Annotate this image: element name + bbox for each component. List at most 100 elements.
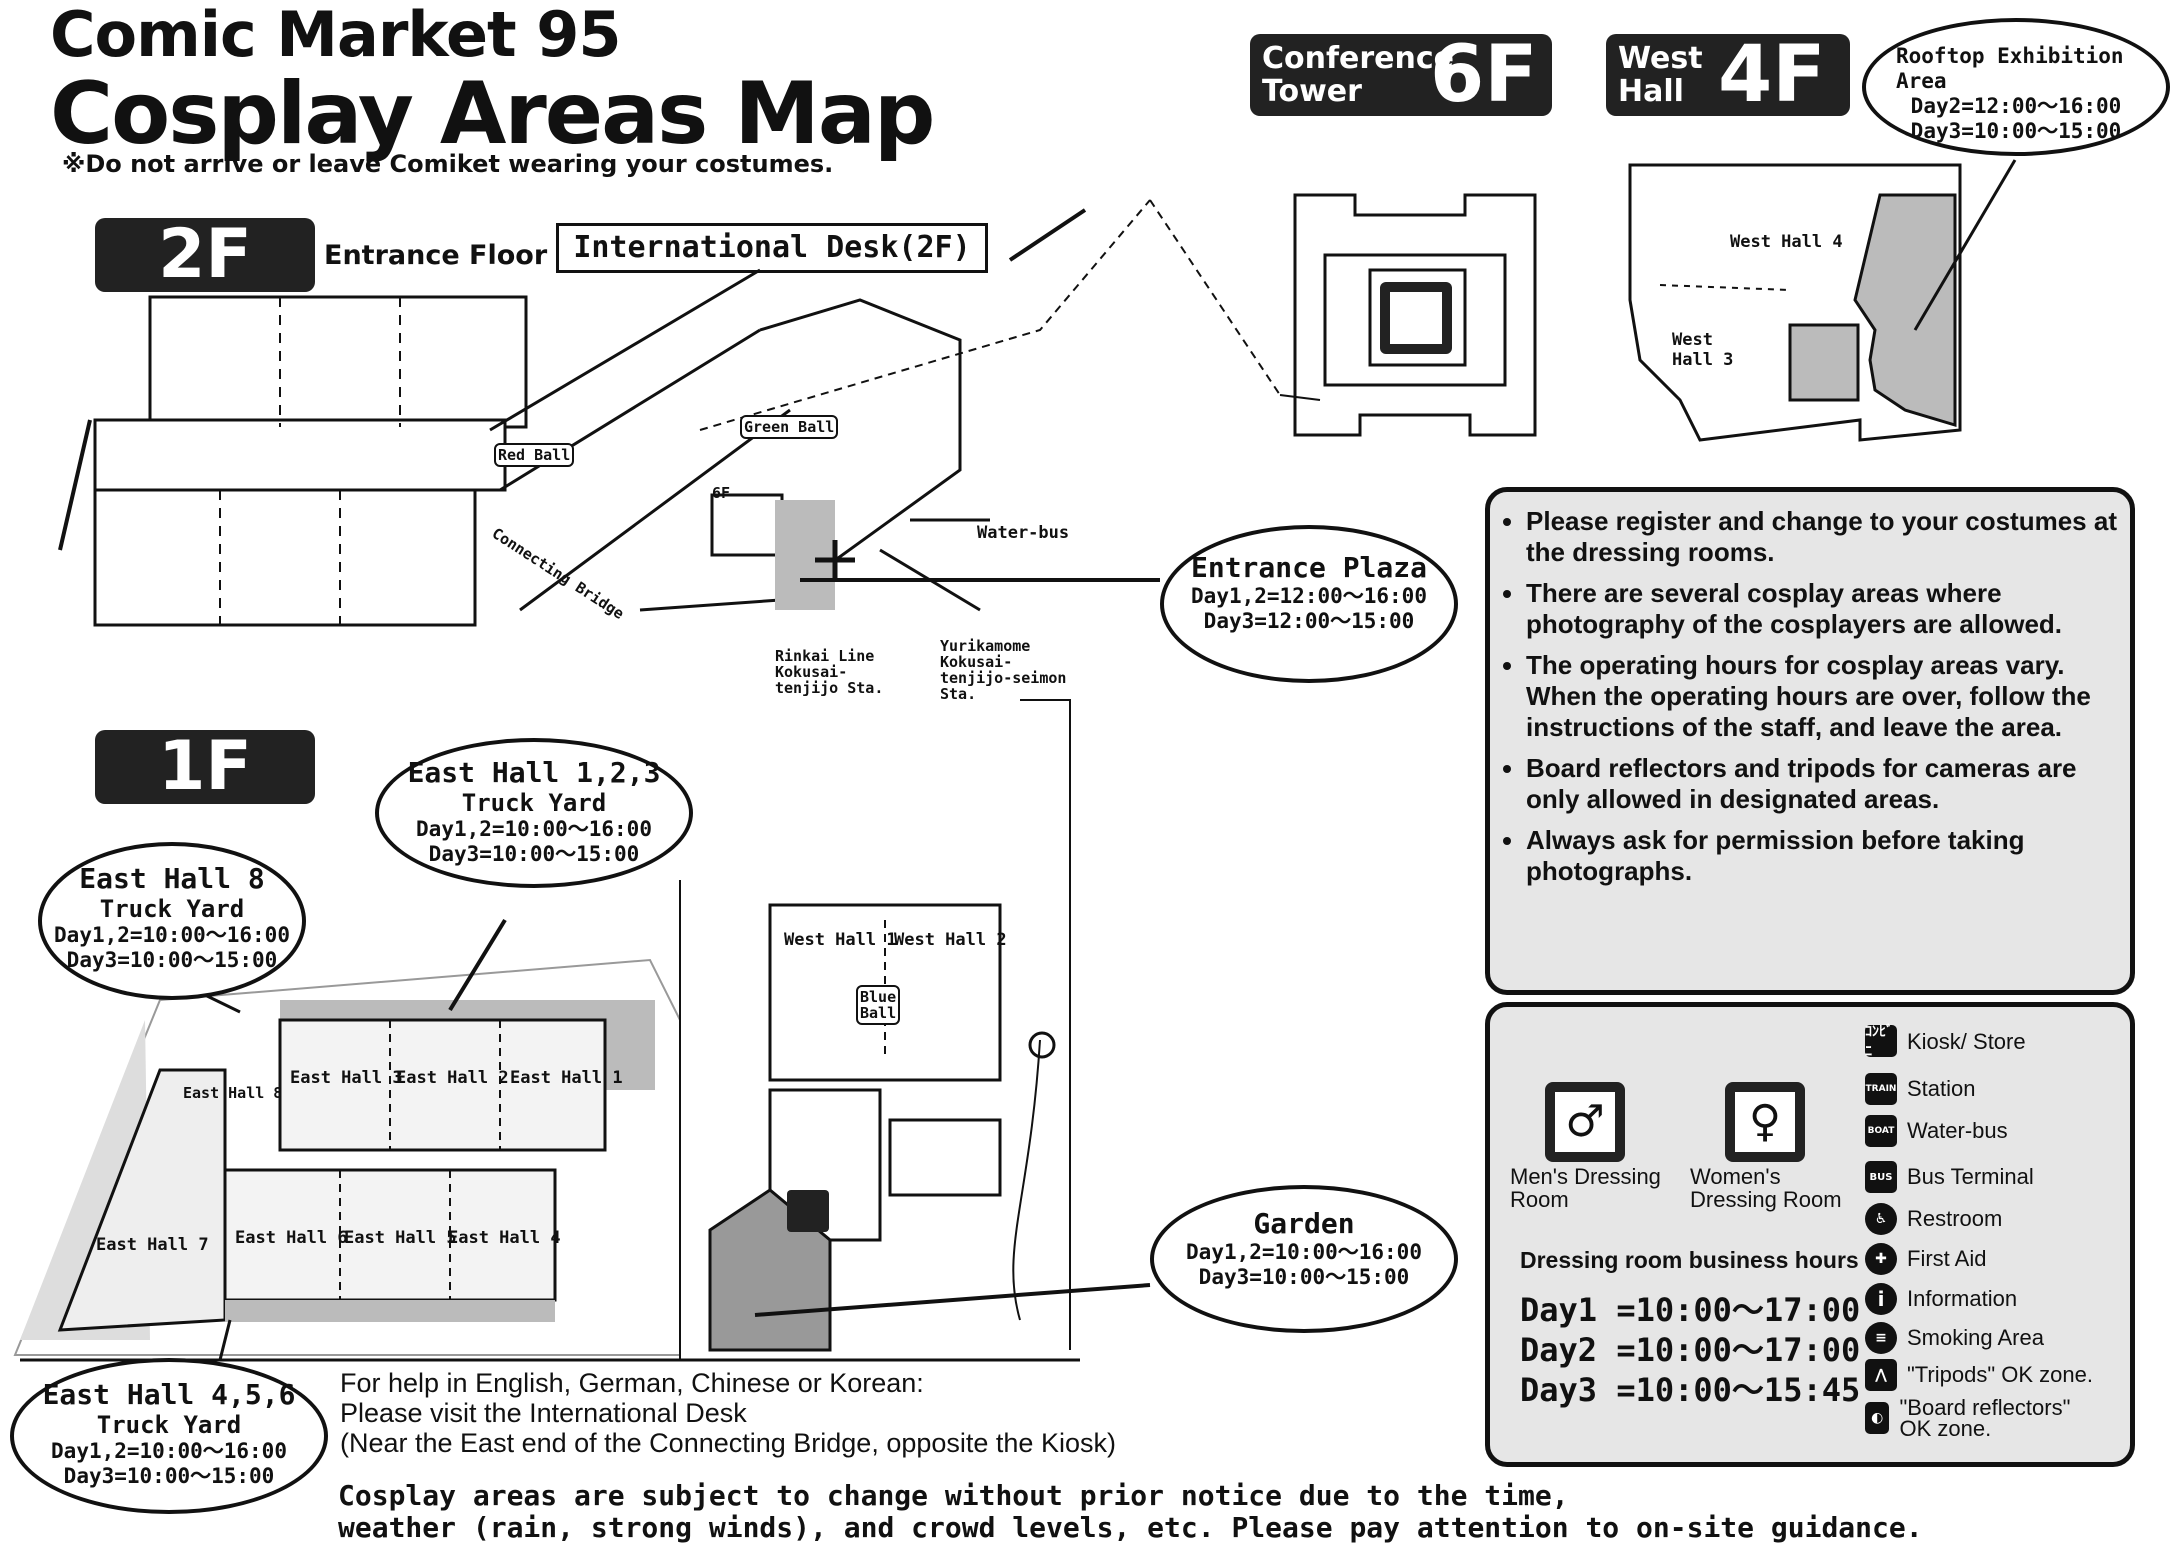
womens-dressing-room-icon-map <box>787 1190 829 1232</box>
note-item: Please register and change to your costu… <box>1526 506 2130 568</box>
legend-reflector: ◐ "Board reflectors" OK zone. <box>1865 1395 2105 1441</box>
east-hall-1-label: East Hall 1 <box>510 1068 623 1088</box>
legend-tripod: ⋀ "Tripods" OK zone. <box>1865 1359 2093 1391</box>
day1-time: 10:00〜17:00 <box>1635 1291 1861 1329</box>
help-line3: (Near the East end of the Connecting Bri… <box>340 1428 1116 1458</box>
reflector-label: "Board reflectors" OK zone. <box>1899 1395 2071 1441</box>
note-item: Board reflectors and tripods for cameras… <box>1526 753 2130 815</box>
west-hall-4-label: West Hall 4 <box>1730 232 1843 252</box>
day1-row: Day1 =10:00〜17:00 <box>1520 1285 1860 1331</box>
west-hall-floor: 4F <box>1718 30 1826 120</box>
garden-bubble: Garden Day1,2=10:00〜16:00 Day3=10:00〜15:… <box>1150 1185 1458 1333</box>
floor-badge-2f: 2F <box>95 218 315 292</box>
east456-bubble: East Hall 4,5,6 Truck Yard Day1,2=10:00〜… <box>10 1358 328 1514</box>
first-aid-icon: ✚ <box>1865 1243 1897 1275</box>
day3-label: Day3 = <box>1520 1371 1636 1409</box>
garden-title: Garden <box>1253 1207 1355 1240</box>
water-bus-map-label: Water-bus <box>977 523 1070 543</box>
map-2f-east-block <box>58 295 528 627</box>
reflector-icon: ◐ <box>1865 1402 1890 1434</box>
west-hall-label: West Hall <box>1618 41 1703 109</box>
east-hall-2-label: East Hall 2 <box>396 1068 509 1088</box>
legend-bus: BUS Bus Terminal <box>1865 1161 2034 1193</box>
east123-title: East Hall 1,2,3 <box>407 756 661 789</box>
train-icon: TRAIN <box>1865 1073 1897 1105</box>
east123-sub: Truck Yard <box>461 789 607 817</box>
conference-tower-badge: Conference Tower 6F <box>1250 30 1552 120</box>
womens-dressing-icon: ♀ <box>1725 1082 1805 1162</box>
day2-row: Day2 =10:00〜17:00 <box>1520 1325 1860 1371</box>
east8-line2: Day3=10:00〜15:00 <box>66 948 278 972</box>
garden-line1: Day1,2=10:00〜16:00 <box>1186 1240 1422 1264</box>
bus-label: Bus Terminal <box>1907 1164 2034 1189</box>
bottom-line2: weather (rain, strong winds), and crowd … <box>338 1511 1923 1544</box>
legend-panel: ♂ Men's Dressing Room ♀ Women's Dressing… <box>1485 1002 2135 1467</box>
note-item: The operating hours for cosplay areas va… <box>1526 650 2130 743</box>
conference-tower-label: Conference Tower <box>1262 41 1455 109</box>
restroom-icon: ♿ <box>1865 1203 1897 1235</box>
notes-panel: Please register and change to your costu… <box>1485 487 2135 995</box>
east456-line2: Day3=10:00〜15:00 <box>63 1464 275 1488</box>
womens-dressing-label: Women's Dressing Room <box>1690 1164 1842 1212</box>
rooftop-line2: Day3=10:00〜15:00 <box>1910 119 2122 143</box>
legend-kiosk: ｺﾝﾋﾞﾆ Kiosk/ Store <box>1865 1024 2105 1060</box>
tripod-icon: ⋀ <box>1865 1359 1897 1391</box>
day3-time: 10:00〜15:45 <box>1635 1371 1861 1409</box>
rooftop-bubble: Rooftop Exhibition Area Day2=12:00〜16:00… <box>1862 18 2170 156</box>
red-ball-label: Red Ball <box>494 443 575 467</box>
notes-list: Please register and change to your costu… <box>1490 506 2130 887</box>
note-item: There are several cosplay areas where ph… <box>1526 578 2130 640</box>
east123-line2: Day3=10:00〜15:00 <box>428 842 640 866</box>
mens-dressing-label: Men's Dressing Room <box>1510 1164 1661 1212</box>
smoking-icon: ≡ <box>1865 1322 1897 1354</box>
station-label: Station <box>1907 1076 1976 1101</box>
west-hall-3-label: West Hall 3 <box>1672 330 1734 370</box>
title-line2: Cosplay Areas Map <box>50 64 935 164</box>
conference-floor: 6F <box>1430 30 1538 120</box>
bus-icon: BUS <box>1865 1161 1897 1193</box>
east-hall-3-label: East Hall 3 <box>290 1068 403 1088</box>
water-bus-label: Water-bus <box>1907 1118 2008 1143</box>
east8-title: East Hall 8 <box>79 862 265 895</box>
day1-label: Day1 = <box>1520 1291 1636 1329</box>
east-hall-7-label: East Hall 7 <box>96 1235 209 1255</box>
costume-note: ※Do not arrive or leave Comiket wearing … <box>62 150 834 178</box>
east123-bubble: East Hall 1,2,3 Truck Yard Day1,2=10:00〜… <box>375 738 693 888</box>
east8-line1: Day1,2=10:00〜16:00 <box>54 923 290 947</box>
mens-dressing-icon: ♂ <box>1545 1082 1625 1162</box>
entrance-floor-label: Entrance Floor <box>324 240 548 271</box>
day3-row: Day3 =10:00〜15:45 <box>1520 1365 1860 1411</box>
entrance-plaza-title: Entrance Plaza <box>1190 551 1427 584</box>
smoking-label: Smoking Area <box>1907 1325 2044 1350</box>
information-label: Information <box>1907 1286 2018 1311</box>
title-line1: Comic Market 95 <box>50 0 622 71</box>
east-hall-8-label: East Hall 8 <box>183 1084 283 1102</box>
east8-sub: Truck Yard <box>99 895 245 923</box>
note-item: Always ask for permission before taking … <box>1526 825 2130 887</box>
bottom-notice: Cosplay areas are subject to change with… <box>338 1480 1923 1544</box>
entrance-plaza-line1: Day1,2=12:00〜16:00 <box>1191 584 1427 608</box>
rinkai-station-label: Rinkai Line Kokusai-tenjijo Sta. <box>775 647 884 697</box>
east8-bubble: East Hall 8 Truck Yard Day1,2=10:00〜16:0… <box>38 842 306 1000</box>
help-line1: For help in English, German, Chinese or … <box>340 1368 924 1398</box>
east123-line1: Day1,2=10:00〜16:00 <box>416 817 652 841</box>
garden-line2: Day3=10:00〜15:00 <box>1198 1265 1410 1289</box>
east456-sub: Truck Yard <box>96 1411 242 1439</box>
kiosk-icon: ｺﾝﾋﾞﾆ <box>1865 1024 1897 1060</box>
information-icon: i <box>1865 1283 1897 1315</box>
map-1f-west-halls <box>708 699 1071 1352</box>
first-aid-label: First Aid <box>1907 1246 1987 1271</box>
bottom-line1: Cosplay areas are subject to change with… <box>338 1479 1569 1512</box>
tripod-label: "Tripods" OK zone. <box>1907 1362 2093 1387</box>
kiosk-label: Kiosk/ Store <box>1907 1028 2026 1054</box>
west-hall-1-label: West Hall 1 <box>784 930 897 950</box>
legend-restroom: ♿Restroom <box>1865 1203 2002 1235</box>
floor-badge-1f: 1F <box>95 730 315 804</box>
entrance-plaza-line2: Day3=12:00〜15:00 <box>1203 609 1415 633</box>
legend-station: TRAIN Station <box>1865 1073 1976 1105</box>
entrance-plaza-bubble: Entrance Plaza Day1,2=12:00〜16:00 Day3=1… <box>1160 525 1458 683</box>
sixf-label: 6F <box>712 484 731 502</box>
west-hall-2-label: West Hall 2 <box>894 930 1007 950</box>
